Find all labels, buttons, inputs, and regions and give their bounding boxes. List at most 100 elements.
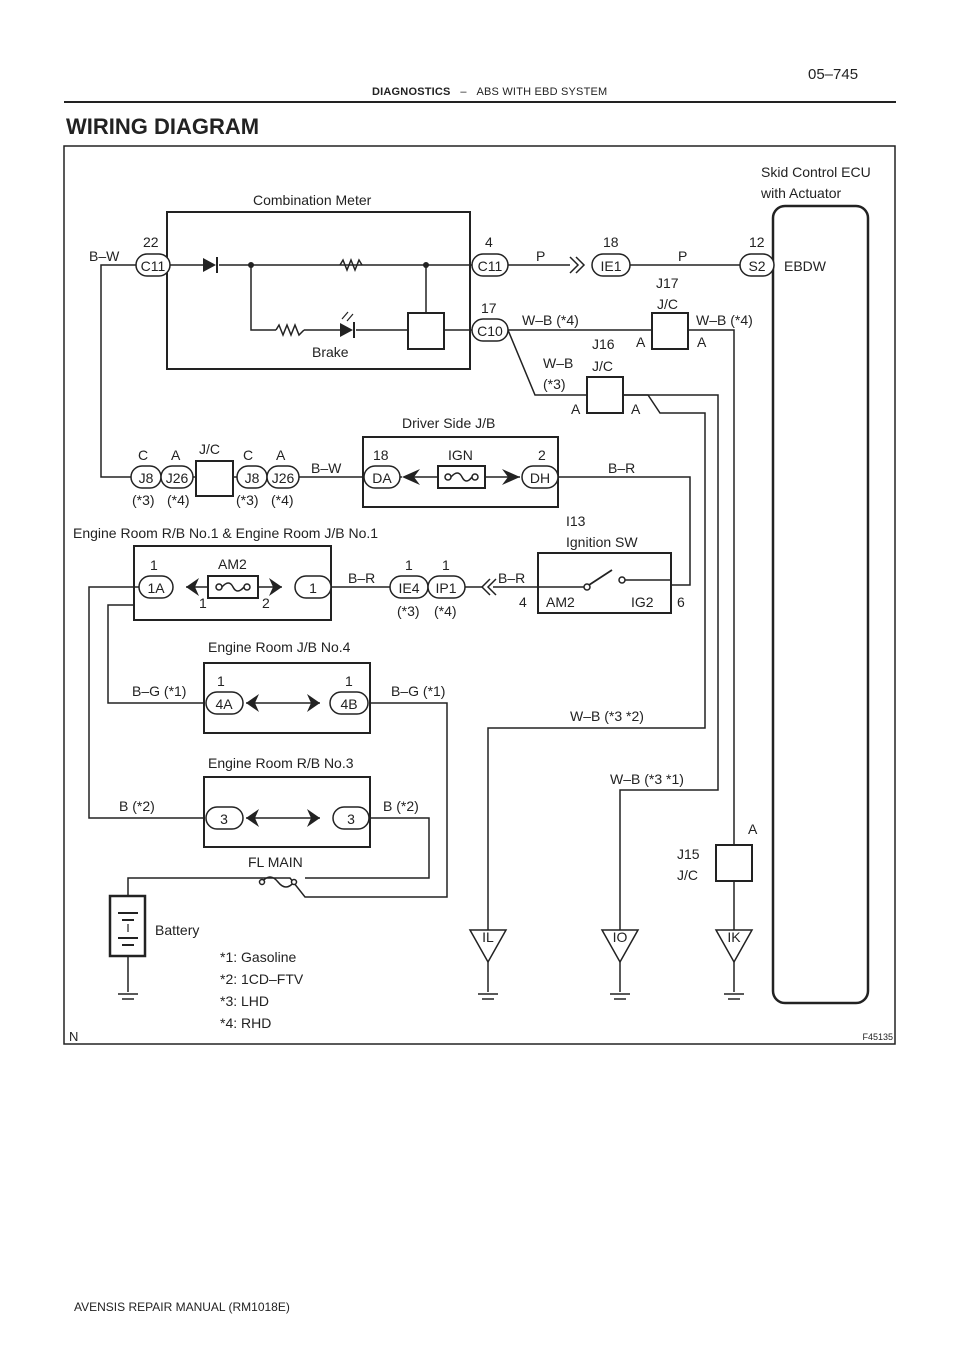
connector-4b: 4B (340, 696, 357, 712)
notes: *1: Gasoline *2: 1CD–FTV *3: LHD *4: RHD (220, 949, 304, 1031)
combination-meter-box (166, 211, 471, 370)
resistor-icon (275, 322, 305, 338)
engine-room-jb4-box (203, 662, 371, 734)
pin-c-a: C (138, 447, 148, 463)
pin-18-da: 18 (373, 447, 389, 463)
connector-3-left: 3 (220, 811, 228, 827)
terminal-arrows (186, 256, 586, 827)
connector-ip1: IP1 (435, 580, 456, 596)
pin-6-sw: 6 (677, 594, 685, 610)
wire-w-b-4-right: W–B (*4) (696, 312, 753, 328)
jc-box-j8 (195, 460, 234, 497)
switch-icon (538, 569, 671, 591)
wire-b-r-fuse: B–R (348, 570, 375, 586)
wire-b-r-sw: B–R (498, 570, 525, 586)
pin-17: 17 (481, 300, 497, 316)
pin-2-fuse: 2 (262, 595, 270, 611)
label-i13: I13 (566, 513, 586, 529)
resistor-icon (339, 257, 363, 273)
pin-1-ip1: 1 (442, 557, 450, 573)
label-engine-room-rb3: Engine Room R/B No.3 (208, 755, 354, 771)
pin-j16-a1: A (571, 401, 581, 417)
subsection-name: ABS WITH EBD SYSTEM (476, 86, 608, 98)
pin-labels: 22 4 18 12 17 18 2 1 1 2 1 1 4 6 1 1 C A… (138, 234, 765, 837)
ground-il: IL (482, 929, 494, 945)
connectors (130, 253, 775, 830)
label-j16: J16 (592, 336, 615, 352)
j16-jc-box (586, 376, 624, 414)
connector-c11-right: C11 (478, 258, 503, 274)
wire-p-2: P (678, 248, 687, 264)
label-jc-j8: J/C (199, 441, 220, 457)
pin-1-4b: 1 (345, 673, 353, 689)
label-j16-jc: J/C (592, 358, 613, 374)
label-j15: J15 (677, 846, 700, 862)
connector-j8-a: J8 (139, 470, 154, 486)
engine-room-rb3-box (203, 776, 371, 848)
led-icon (340, 311, 355, 338)
ground-io: IO (613, 929, 628, 945)
label-skid-ecu-2: with Actuator (760, 185, 841, 201)
connector-s2: S2 (748, 258, 765, 274)
diode-icon (203, 257, 218, 273)
label-am2-sw: AM2 (546, 594, 575, 610)
pin-1-1a: 1 (150, 557, 158, 573)
wire-w-b-3-line1: W–B (543, 355, 573, 371)
section-title: DIAGNOSTICS – ABS WITH EBD SYSTEM (372, 86, 607, 98)
wire-p-1: P (536, 248, 545, 264)
figure-id: F45135 (862, 1032, 893, 1042)
connector-ie4: IE4 (398, 580, 419, 596)
corner-mark: N (69, 1029, 78, 1044)
wire-w-b-3-2: W–B (*3 *2) (570, 708, 644, 724)
wire-b-2-right: B (*2) (383, 798, 419, 814)
variant-4-b: (*4) (271, 492, 294, 508)
pin-4: 4 (485, 234, 493, 250)
section-separator: – (460, 86, 467, 98)
note-gasoline: *1: Gasoline (220, 949, 296, 965)
ground-ik: IK (727, 929, 741, 945)
driver-jb-box (362, 436, 559, 508)
connector-1: 1 (309, 580, 317, 596)
connector-da: DA (372, 470, 392, 486)
label-engine-room-rb1: Engine Room R/B No.1 & Engine Room J/B N… (73, 525, 378, 541)
skid-control-ecu-box (771, 204, 870, 1005)
note-1cd-ftv: *2: 1CD–FTV (220, 971, 304, 987)
connector-j8-b: J8 (245, 470, 260, 486)
connector-4a: 4A (215, 696, 233, 712)
pin-a-b: A (276, 447, 286, 463)
pin-1-ie4: 1 (405, 557, 413, 573)
footer: AVENSIS REPAIR MANUAL (RM1018E) (74, 1300, 290, 1314)
label-combination-meter: Combination Meter (253, 192, 372, 208)
variant-3-c: (*3) (397, 603, 420, 619)
fuse-icon (437, 465, 486, 489)
connector-c10: C10 (477, 323, 503, 339)
note-rhd: *4: RHD (220, 1015, 271, 1031)
label-j15-jc: J/C (677, 867, 698, 883)
meter-internal-box (407, 312, 445, 350)
connector-1a: 1A (147, 580, 165, 596)
pin-j16-a2: A (631, 401, 641, 417)
pin-1-fuse: 1 (199, 595, 207, 611)
wire-b-w-top: B–W (89, 248, 120, 264)
label-skid-ecu-1: Skid Control ECU (761, 164, 871, 180)
label-j17-jc: J/C (657, 296, 678, 312)
wire-b-r-dh: B–R (608, 460, 635, 476)
wire-b-2-left: B (*2) (119, 798, 155, 814)
wire-w-b-4-left: W–B (*4) (522, 312, 579, 328)
junction-dot (248, 262, 254, 268)
header-rule (64, 101, 896, 103)
connector-labels: C11 C11 C10 IE1 S2 J8 J26 J8 J26 DA DH 1… (139, 258, 766, 827)
pin-18-ie1: 18 (603, 234, 619, 250)
wire-labels: B–W P P W–B (*4) W–B (*4) W–B (*3) B–W B… (89, 248, 753, 814)
grounds: IL IO IK (117, 929, 754, 1000)
label-ig2-sw: IG2 (631, 594, 654, 610)
wire-b-g-right: B–G (*1) (391, 683, 445, 699)
wire-b-g-left: B–G (*1) (132, 683, 186, 699)
pin-j15-a: A (748, 821, 758, 837)
label-j17: J17 (656, 275, 679, 291)
pin-2-dh: 2 (538, 447, 546, 463)
label-am2-fuse: AM2 (218, 556, 247, 572)
pin-4-sw: 4 (519, 594, 527, 610)
variant-4-a: (*4) (167, 492, 190, 508)
pin-c-b: C (243, 447, 253, 463)
